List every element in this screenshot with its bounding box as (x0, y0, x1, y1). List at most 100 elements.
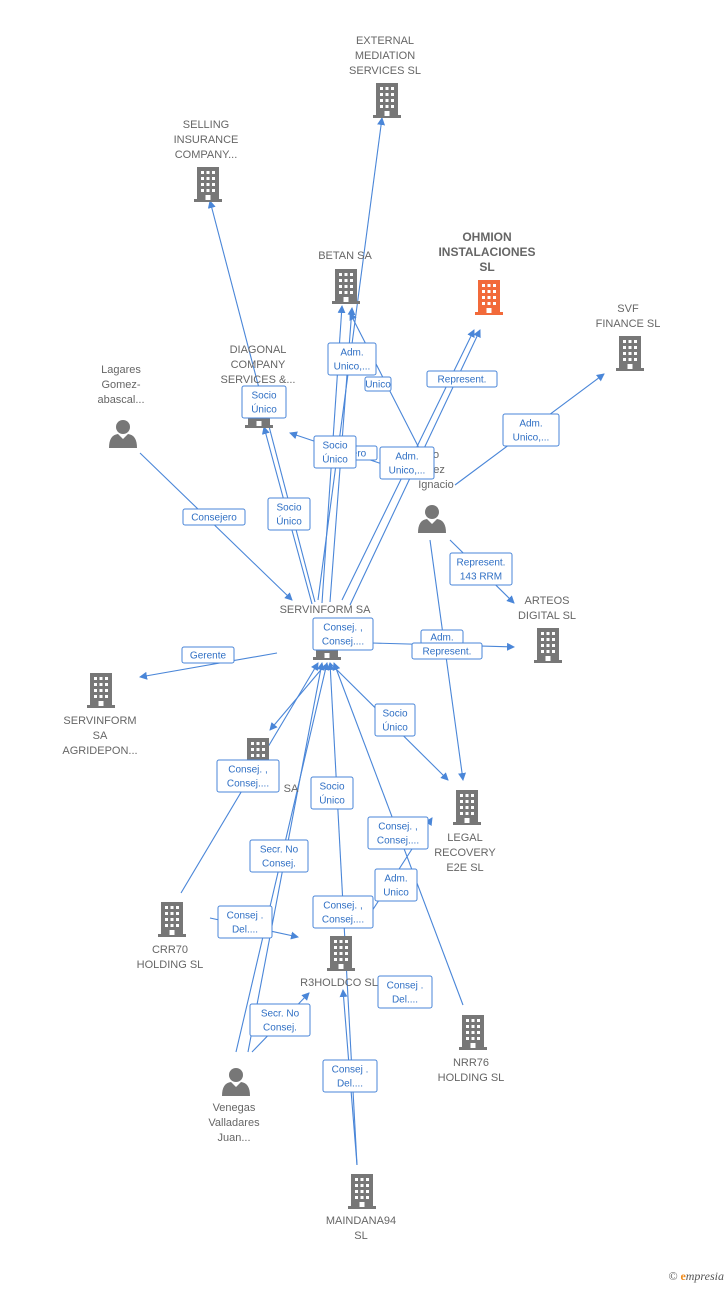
edge-label-box (322, 1059, 378, 1093)
building-icon (453, 790, 481, 825)
node-agridepon[interactable]: SERVINFORM SA AGRIDEPON... (62, 673, 138, 757)
node-label-agridepon: SERVINFORM (63, 715, 136, 727)
person-icon (109, 420, 137, 448)
edge-label-14[interactable]: Represent. (411, 642, 483, 660)
edge-label-text: Socio (319, 782, 344, 793)
edge-label-box (411, 642, 483, 660)
edge-label-text: Único (382, 721, 408, 734)
edge-label-22[interactable]: Consej .Del.... (217, 905, 273, 939)
edge-label-box (426, 370, 498, 388)
node-label-arteos: DIGITAL SL (518, 610, 576, 622)
node-servinform[interactable]: SERVINFORM SA (280, 604, 372, 660)
edge-label-text: Del.... (392, 995, 418, 1006)
edge-label-text: Consej. (263, 1023, 297, 1034)
node-label-ohmion: OHMION (462, 230, 511, 244)
edge-label-box (379, 446, 435, 480)
node-diagonal[interactable]: DIAGONAL COMPANY SERVICES &... (221, 344, 296, 428)
node-label-svf: SVF (617, 303, 639, 315)
person-icon (418, 505, 446, 533)
building-icon (327, 936, 355, 971)
edge-label-13[interactable]: Adm. (420, 629, 464, 645)
edge-label-2[interactable]: Represent. (426, 370, 498, 388)
edge-label-0[interactable]: Adm.Unico,... (327, 342, 377, 376)
node-label-selling: INSURANCE (174, 134, 239, 146)
edge-label-text: Consej . (227, 911, 264, 922)
edge-label-text: Represent. (423, 647, 472, 658)
brand-name: mpresia (685, 1269, 724, 1283)
edge-label-box (377, 975, 433, 1009)
node-label-maindana: SL (354, 1230, 367, 1242)
edge-label-10[interactable]: Represent.143 RRM (449, 552, 513, 586)
node-label-diagonal: COMPANY (231, 359, 286, 371)
node-label-external: EXTERNAL (356, 35, 414, 47)
node-label-agridepon: AGRIDEPON... (62, 745, 137, 757)
edge-label-text: 143 RRM (460, 572, 502, 583)
node-label-diagonal: SERVICES &... (221, 374, 296, 386)
edge-label-box (249, 839, 309, 873)
node-selling[interactable]: SELLINGINSURANCECOMPANY... (174, 119, 239, 202)
edge-label-text: Adm. (430, 633, 453, 644)
edge-label-box (367, 816, 429, 850)
relationship-edge-12 (429, 539, 467, 781)
edge-label-7[interactable]: Adm.Unico,... (379, 446, 435, 480)
node-sa2[interactable]: SA (244, 738, 299, 795)
edge-label-text: Unico,... (513, 433, 550, 444)
node-label-betan: BETAN SA (318, 250, 372, 262)
edge-label-text: Consejero (191, 513, 237, 524)
edge-label-text: Único (276, 515, 302, 528)
node-svf[interactable]: SVF FINANCE SL (596, 303, 661, 371)
edge-label-16[interactable]: Consej. ,Consej.... (216, 759, 280, 793)
edge-label-text: Socio (322, 441, 347, 452)
edge-label-11[interactable]: Consej. ,Consej.... (312, 617, 374, 651)
node-label-ignacio: o (433, 449, 439, 461)
edge-label-18[interactable]: Consej. ,Consej.... (367, 816, 429, 850)
edge-label-25[interactable]: Consej .Del.... (322, 1059, 378, 1093)
edge-label-12[interactable]: Gerente (181, 646, 235, 664)
empresia-logo: © empresia (668, 1269, 724, 1284)
node-lagares[interactable]: LagaresGomez-abascal... (97, 364, 145, 448)
node-r3holdco[interactable]: R3HOLDCO SL (300, 936, 378, 989)
person-icon (222, 1068, 250, 1096)
edge-label-text: Adm. (384, 874, 407, 885)
node-label-external: SERVICES SL (349, 65, 421, 77)
node-label-selling: COMPANY... (175, 149, 238, 161)
node-label-diagonal: DIAGONAL (230, 344, 287, 356)
edge-label-23[interactable]: Consej .Del.... (377, 975, 433, 1009)
edge-label-box (374, 868, 418, 902)
node-label-crr70: CRR70 (152, 944, 188, 956)
node-label-legal: LEGAL (447, 832, 482, 844)
edge-label-box (249, 1003, 311, 1037)
node-venegas[interactable]: VenegasValladaresJuan... (208, 1068, 260, 1144)
edge-label-box (312, 895, 374, 929)
edge-label-21[interactable]: Consej. ,Consej.... (312, 895, 374, 929)
edge-label-3[interactable]: Adm.Unico,... (502, 413, 560, 447)
building-icon (348, 1174, 376, 1209)
edge-label-1[interactable]: Unico (364, 376, 392, 392)
edge-label-text: Único (322, 453, 348, 466)
edge-label-20[interactable]: Adm.Unico (374, 868, 418, 902)
edge-label-text: Consej. , (378, 822, 417, 833)
building-icon (332, 269, 360, 304)
edge-label-box (182, 508, 246, 526)
node-label-agridepon: SA (93, 730, 108, 742)
edge-label-box (310, 776, 354, 810)
node-label-svf: FINANCE SL (596, 318, 661, 330)
edge-label-box (312, 617, 374, 651)
node-betan[interactable]: BETAN SA (318, 250, 372, 304)
edge-label-8[interactable]: Consejero (182, 508, 246, 526)
